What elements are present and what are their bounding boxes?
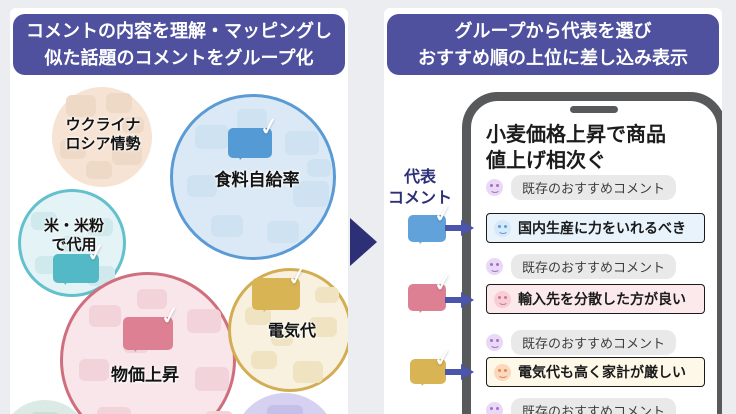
representative-comment-text: 輸入先を分散した方が良い <box>518 291 686 307</box>
speech-bubble-decoration <box>30 412 60 414</box>
left-header-line2: 似た話題のコメントをグループ化 <box>44 47 314 68</box>
topic-label-electricity-cost: 電気代 <box>267 323 317 340</box>
placeholder-comment-pill: 既存のおすすめコメント <box>511 254 677 279</box>
speech-bubble-decoration <box>271 331 293 346</box>
speech-bubble-decoration <box>309 317 337 337</box>
topic-label-line: ウクライナ <box>65 116 141 134</box>
representative-comment-bubble-pink: ✓ <box>123 300 183 352</box>
representative-comment-text: 国内生産に力をいれるべき <box>518 220 686 236</box>
left-panel: コメントの内容を理解・マッピングし 似た話題のコメントをグループ化 ウクライナ … <box>10 8 348 414</box>
speech-bubble-decoration <box>87 218 113 236</box>
topic-label-line: 米・米粉 <box>43 217 105 235</box>
placeholder-comment-pill: 既存のおすすめコメント <box>511 175 677 200</box>
speech-bubble-decoration <box>89 305 121 327</box>
speech-bubble-decoration <box>122 117 144 133</box>
speech-bubble-decoration <box>307 159 331 177</box>
news-headline: 小麦価格上昇で商品 値上げ相次ぐ <box>486 122 666 175</box>
topic-group-ukraine-russia <box>52 87 152 187</box>
checkmark-icon: ✓ <box>430 267 457 299</box>
right-header-line2: おすすめ順の上位に差し込み表示 <box>418 47 688 68</box>
topic-label-line: で代用 <box>51 236 97 253</box>
gutter-bubble-pink: ✓ <box>408 267 456 313</box>
representative-comment-bubble-teal: ✓ <box>53 237 109 285</box>
recommended-comment-row: 既存のおすすめコメント <box>486 398 705 414</box>
checkmark-icon: ✓ <box>256 111 283 143</box>
speech-bubble-decoration <box>285 131 319 155</box>
inserted-representative-comment-row: 輸入先を分散した方が良い <box>486 284 705 314</box>
smiley-icon <box>486 334 503 351</box>
speech-bubble-decoration <box>195 367 229 391</box>
phone-notch <box>570 106 618 113</box>
speech-bubble-decoration <box>293 361 323 383</box>
topic-group-food-self-sufficiency <box>170 94 336 260</box>
speech-bubble-decoration <box>237 109 267 131</box>
speech-bubble-decoration <box>79 359 109 381</box>
representative-comment-bubble-blue: ✓ <box>228 111 282 160</box>
speech-bubble-decoration <box>211 215 243 237</box>
insertion-arrow-yellow <box>445 363 474 380</box>
speech-bubble-decoration <box>267 221 299 243</box>
speech-bubble-decoration <box>60 139 86 159</box>
placeholder-comment-pill: 既存のおすすめコメント <box>511 398 677 414</box>
speech-bubble-decoration <box>31 212 57 230</box>
topic-group-electricity-cost <box>228 268 348 392</box>
topic-label-food-self-sufficiency: 食料自給率 <box>214 170 300 190</box>
speech-bubble-decoration <box>106 93 132 113</box>
recommended-comment-row: 既存のおすすめコメント <box>486 175 705 200</box>
insertion-arrow-blue <box>445 219 474 236</box>
speech-bubble-decoration <box>205 411 233 414</box>
speech-bubble-decoration <box>112 143 142 165</box>
representative-label-line: 代表 <box>403 169 436 186</box>
news-headline-line: 値上げ相次ぐ <box>486 150 606 173</box>
left-panel-header: コメントの内容を理解・マッピングし 似た話題のコメントをグループ化 <box>13 14 345 75</box>
topic-group-price-increase <box>60 272 236 414</box>
speech-bubble-decoration <box>195 125 229 149</box>
speech-bubble-decoration <box>86 161 112 179</box>
representative-comment-bubble-yellow: ✓ <box>252 261 310 312</box>
topic-label-price-increase: 物価上昇 <box>111 365 179 385</box>
representative-comment-label: 代表 コメント <box>388 168 452 210</box>
smiley-icon <box>494 219 511 237</box>
topic-label-line: ロシア情勢 <box>65 135 141 152</box>
gutter-bubble-yellow: ✓ <box>410 342 456 386</box>
speech-bubble-decoration <box>315 287 339 303</box>
insertion-arrow-pink <box>445 291 474 308</box>
speech-bubble-decoration <box>187 175 217 197</box>
checkmark-icon: ✓ <box>157 300 184 332</box>
speech-bubble-decoration <box>61 236 85 252</box>
inserted-representative-comment-row: 電気代も高く家計が厳しい <box>486 357 705 387</box>
right-panel: グループから代表を選び おすすめ順の上位に差し込み表示 代表 コメント ✓ ✓ … <box>384 8 722 414</box>
right-header-line1: グループから代表を選び <box>454 20 652 41</box>
speech-bubble-decoration <box>293 181 329 207</box>
topic-group-partial-purple <box>233 393 337 414</box>
smiley-icon <box>494 363 511 381</box>
flow-arrow <box>350 218 377 266</box>
right-panel-header: グループから代表を選び おすすめ順の上位に差し込み表示 <box>387 14 719 75</box>
recommended-comment-row: 既存のおすすめコメント <box>486 254 705 279</box>
checkmark-icon: ✓ <box>284 261 311 293</box>
smartphone-mockup: 小麦価格上昇で商品 値上げ相次ぐ 既存のおすすめコメント 国内生産に力をいれるべ… <box>462 92 722 414</box>
topic-label-ukraine-russia: ウクライナ ロシア情勢 <box>65 116 140 154</box>
topic-label-rice-substitute: 米・米粉 で代用 <box>44 217 104 255</box>
gutter-bubble-blue: ✓ <box>408 198 456 244</box>
speech-bubble-decoration <box>251 351 277 369</box>
smiley-icon <box>486 258 503 275</box>
smiley-icon <box>486 402 503 414</box>
representative-label-line: コメント <box>388 189 453 207</box>
speech-bubble-decoration <box>267 405 303 414</box>
news-headline-line: 小麦価格上昇で商品 <box>486 124 666 146</box>
inserted-representative-comment-row: 国内生産に力をいれるべき <box>486 213 705 243</box>
smiley-icon <box>486 179 503 196</box>
speech-bubble-decoration <box>137 289 167 309</box>
representative-comment-text: 電気代も高く家計が厳しい <box>518 364 686 380</box>
left-header-line1: コメントの内容を理解・マッピングし <box>26 20 332 41</box>
smiley-icon <box>494 290 511 308</box>
placeholder-comment-pill: 既存のおすすめコメント <box>511 330 677 355</box>
speech-bubble-decoration <box>187 309 221 333</box>
speech-bubble-decoration <box>66 95 96 117</box>
recommended-comment-row: 既存のおすすめコメント <box>486 330 705 355</box>
speech-bubble-decoration <box>97 407 131 414</box>
